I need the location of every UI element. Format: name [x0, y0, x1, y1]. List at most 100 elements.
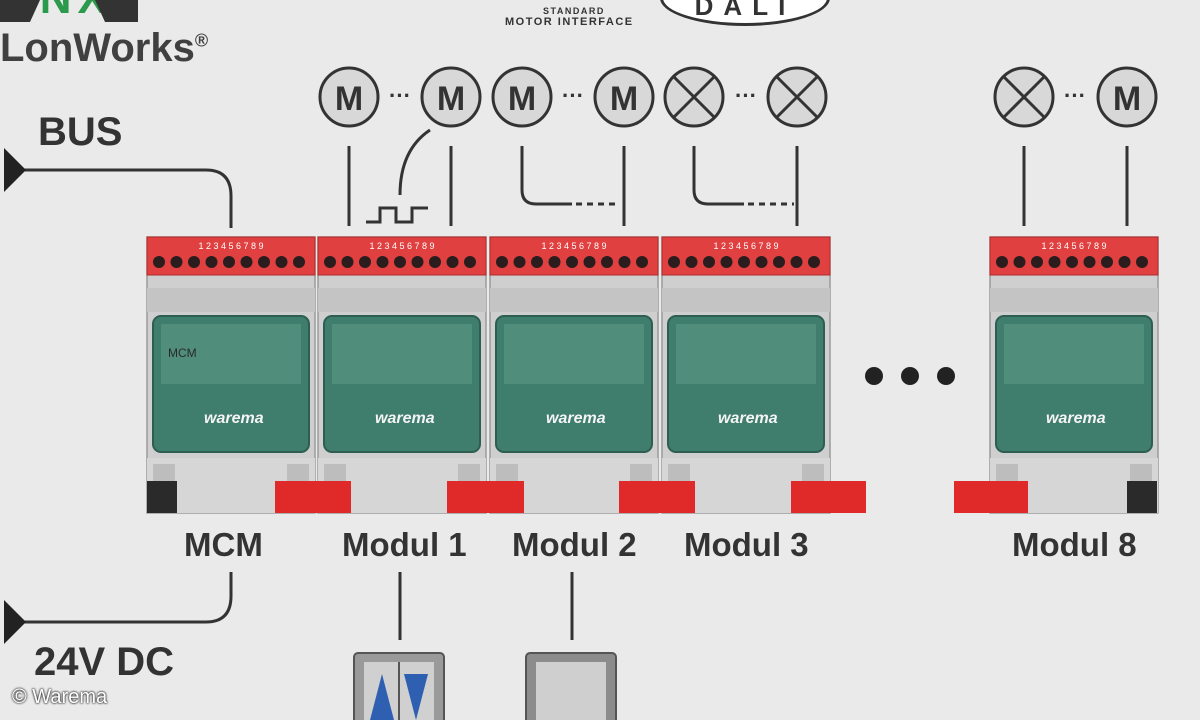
terminal-screw	[636, 256, 648, 268]
terminal-screw	[394, 256, 406, 268]
terminal-screw	[548, 256, 561, 268]
device-ellipsis: ···	[1064, 83, 1086, 108]
terminal-screw	[188, 256, 200, 268]
device-ellipsis: ···	[735, 83, 757, 108]
brand-mark-2: warema	[546, 410, 606, 427]
module-label-mcm: MCM	[184, 526, 263, 563]
ellipsis-dot	[865, 367, 883, 385]
end-connector-left	[147, 481, 177, 513]
terminal-screw	[618, 256, 631, 268]
terminal-screw	[513, 256, 526, 268]
terminal-screw	[773, 256, 785, 268]
terminal-screw	[738, 256, 750, 268]
terminal-screw	[1136, 256, 1148, 268]
terminal-screw	[1101, 256, 1113, 268]
cover-glare	[676, 324, 816, 384]
lamp-icon	[663, 66, 725, 128]
bus-wire	[16, 168, 233, 228]
terminal-screw	[341, 256, 354, 268]
motor-symbol: M	[437, 80, 465, 118]
power-label: 24V DC	[34, 640, 175, 684]
motor-icon: M	[420, 66, 482, 128]
module-rail	[490, 288, 658, 312]
terminal-screw	[464, 256, 476, 268]
module-rail	[318, 288, 486, 312]
terminal-screw	[1066, 256, 1078, 268]
cover-glare	[1004, 324, 1144, 384]
module-rail	[147, 288, 315, 312]
module-2: 1 2 3 4 5 6 7 8 9	[489, 236, 659, 514]
terminal-numbers: 1 2 3 4 5 6 7 8 9	[369, 241, 434, 251]
motor-icon: M	[318, 66, 380, 128]
end-connector-right	[1127, 481, 1157, 513]
terminal-block	[989, 236, 1159, 276]
device-ellipsis: ···	[562, 83, 584, 108]
terminal-screw	[240, 256, 253, 268]
arrow-up-icon	[370, 674, 394, 720]
motor-symbol: M	[610, 80, 638, 118]
bus-link-connector	[954, 481, 1028, 513]
ellipsis-dot	[937, 367, 955, 385]
terminal-screw	[359, 256, 371, 268]
module-rail	[662, 288, 830, 312]
terminal-screw	[411, 256, 424, 268]
module-mcm: 1 2 3 4 5 6 7 8 9	[146, 236, 316, 514]
power-arrow-icon	[4, 600, 26, 644]
terminal-screw	[205, 256, 218, 268]
base-clip	[287, 464, 309, 482]
module-1: 1 2 3 4 5 6 7 8 9	[317, 236, 487, 514]
bus-arrow-icon	[4, 148, 26, 192]
terminal-screw	[808, 256, 820, 268]
base-clip	[324, 464, 346, 482]
lamp-icon	[766, 66, 828, 128]
terminal-screw	[1031, 256, 1043, 268]
motor-icon: M	[1096, 66, 1158, 128]
wire-motor-2a	[520, 146, 572, 206]
base-clip	[496, 464, 518, 482]
base-clip	[630, 464, 652, 482]
cover-glare	[161, 324, 301, 384]
terminal-screw	[583, 256, 596, 268]
terminal-screw	[275, 256, 288, 268]
motor-icon: M	[491, 66, 553, 128]
terminal-block	[489, 236, 659, 276]
terminal-numbers: 1 2 3 4 5 6 7 8 9	[541, 241, 606, 251]
bus-link-connector	[275, 481, 351, 513]
module-label-3: Modul 3	[684, 526, 809, 563]
terminal-screw	[1048, 256, 1061, 268]
terminal-screw	[668, 256, 680, 268]
power-wire	[16, 572, 233, 624]
bus-link-connector	[447, 481, 524, 513]
motor-symbol: M	[1113, 80, 1141, 118]
terminal-screw	[496, 256, 508, 268]
base-clip	[458, 464, 480, 482]
device-ellipsis: ···	[389, 83, 411, 108]
terminal-screw	[601, 256, 613, 268]
bus-link-connector	[791, 481, 866, 513]
brand-mark-mcm: warema	[204, 410, 264, 427]
module-label-8: Modul 8	[1012, 526, 1137, 563]
dali-logo: DALI	[660, 0, 830, 26]
brand-mark-1: warema	[375, 410, 435, 427]
terminal-screw	[429, 256, 441, 268]
mcm-tag: MCM	[168, 346, 197, 360]
module-8: 1 2 3 4 5 6 7 8 9	[989, 236, 1159, 514]
pulse-signal	[366, 206, 428, 224]
module-label-1: Modul 1	[342, 526, 467, 563]
smi-logo	[0, 0, 138, 22]
terminal-screw	[755, 256, 768, 268]
terminal-screw	[720, 256, 733, 268]
terminal-screw	[446, 256, 459, 268]
lonworks-logo: LonWorks®	[0, 26, 209, 70]
terminal-screw	[1013, 256, 1026, 268]
terminal-screw	[170, 256, 183, 268]
module-label-2: Modul 2	[512, 526, 637, 563]
arrow-down-icon	[404, 674, 428, 720]
terminal-numbers: 1 2 3 4 5 6 7 8 9	[1041, 241, 1106, 251]
module-3: 1 2 3 4 5 6 7 8 9	[661, 236, 831, 514]
terminal-screw	[1118, 256, 1131, 268]
copyright-credit: © Warema	[12, 686, 108, 708]
terminal-screw	[376, 256, 389, 268]
